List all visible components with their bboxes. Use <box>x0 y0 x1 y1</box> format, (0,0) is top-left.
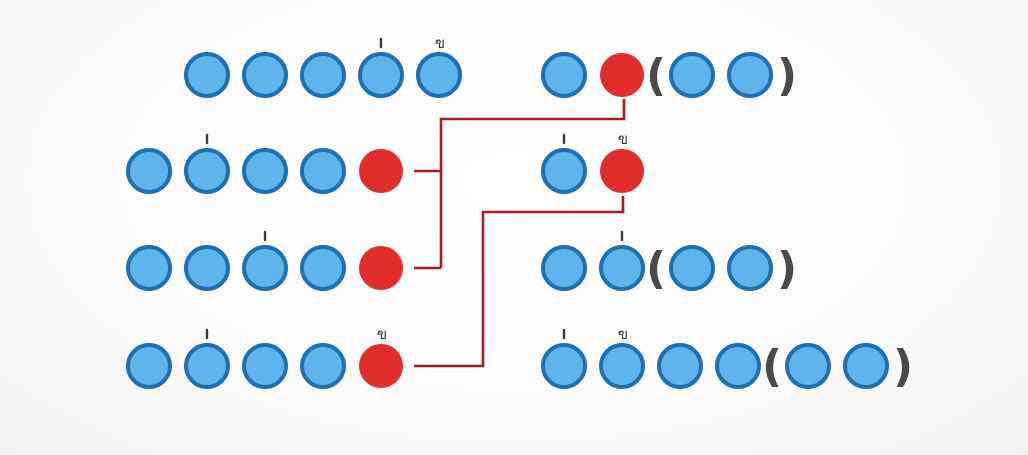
right-row-1-syllable-2 <box>600 53 644 97</box>
open-paren: ( <box>762 341 782 392</box>
left-row-4-syllable-2 <box>184 328 230 389</box>
blue-syllable-circle <box>242 148 288 194</box>
blue-syllable-circle <box>715 343 761 389</box>
connector-line-1 <box>414 99 626 270</box>
right-row-4-syllable-1 <box>541 328 587 389</box>
left-row-4-syllable-5: ข <box>359 325 403 388</box>
red-syllable-circle <box>359 149 403 193</box>
open-paren: ( <box>646 50 666 101</box>
blue-syllable-circle <box>843 343 889 389</box>
left-row-3-syllable-1 <box>126 245 172 291</box>
left-row-2-syllable-1 <box>126 148 172 194</box>
right-row-3-syllable-2 <box>599 230 645 291</box>
left-row-4-syllable-1 <box>126 343 172 389</box>
blue-syllable-circle <box>126 148 172 194</box>
left-row-3-syllable-2 <box>184 245 230 291</box>
close-paren: ) <box>777 50 797 101</box>
left-row-3-syllable-4 <box>300 245 346 291</box>
blue-syllable-circle <box>184 148 230 194</box>
right-row-1-optional-syllable-1 <box>669 52 715 98</box>
right-row-4-syllable-2: ข <box>599 325 645 389</box>
blue-syllable-circle <box>599 245 645 291</box>
red-syllable-circle <box>600 149 644 193</box>
red-syllable-circle <box>359 344 403 388</box>
blue-syllable-circle <box>184 245 230 291</box>
hook-mark: ข <box>377 325 387 343</box>
blue-syllable-circle <box>541 52 587 98</box>
hook-mark: ข <box>435 34 445 52</box>
blue-syllable-circle <box>785 343 831 389</box>
left-row-3-syllable-3 <box>242 230 288 291</box>
blue-syllable-circle <box>541 245 587 291</box>
left-row-2-syllable-2 <box>184 133 230 194</box>
left-row-4-syllable-3 <box>242 343 288 389</box>
blue-syllable-circle <box>184 52 230 98</box>
right-row-4-syllable-3 <box>657 343 703 389</box>
left-row-1-syllable-5: ข <box>416 34 462 98</box>
left-row-2-syllable-5 <box>359 149 403 193</box>
blue-syllable-circle <box>126 245 172 291</box>
left-row-1-syllable-4 <box>358 37 404 98</box>
blue-syllable-circle <box>541 148 587 194</box>
left-row-3-syllable-5 <box>359 246 403 290</box>
blue-syllable-circle <box>300 343 346 389</box>
blue-syllable-circle <box>184 343 230 389</box>
right-row-4-syllable-4 <box>715 343 761 389</box>
right-row-2-syllable-1 <box>541 133 587 194</box>
blue-syllable-circle <box>300 52 346 98</box>
connector-lines <box>414 99 626 368</box>
blue-syllable-circle <box>541 343 587 389</box>
left-row-2-syllable-3 <box>242 148 288 194</box>
left-row-4-syllable-4 <box>300 343 346 389</box>
left-row-1-syllable-1 <box>184 52 230 98</box>
left-row-2-syllable-4 <box>300 148 346 194</box>
close-paren: ) <box>777 243 797 294</box>
right-row-4-optional-syllable-1 <box>785 343 831 389</box>
right-row-3-optional-syllable-2 <box>727 245 773 291</box>
hook-mark: ข <box>618 130 628 148</box>
blue-syllable-circle <box>300 148 346 194</box>
right-row-3-optional-syllable-1 <box>669 245 715 291</box>
left-row-1-syllable-3 <box>300 52 346 98</box>
blue-syllable-circle <box>242 343 288 389</box>
blue-syllable-circle <box>599 343 645 389</box>
red-syllable-circle <box>359 246 403 290</box>
left-row-1-syllable-2 <box>242 52 288 98</box>
blue-syllable-circle <box>300 245 346 291</box>
blue-syllable-circle <box>242 52 288 98</box>
right-row-3-syllable-1 <box>541 245 587 291</box>
blue-syllable-circle <box>657 343 703 389</box>
right-row-4-optional-syllable-2 <box>843 343 889 389</box>
blue-syllable-circle <box>669 52 715 98</box>
close-paren: ) <box>893 341 913 392</box>
right-row-2-syllable-2: ข <box>600 130 644 193</box>
hook-mark: ข <box>618 325 628 343</box>
blue-syllable-circle <box>358 52 404 98</box>
blue-syllable-circle <box>669 245 715 291</box>
open-paren: ( <box>646 243 666 294</box>
connector-line-2 <box>414 196 625 368</box>
blue-syllable-circle <box>727 52 773 98</box>
blue-syllable-circle <box>727 245 773 291</box>
blue-syllable-circle <box>242 245 288 291</box>
right-row-1-optional-syllable-2 <box>727 52 773 98</box>
red-syllable-circle <box>600 53 644 97</box>
blue-syllable-circle <box>416 52 462 98</box>
right-row-1-syllable-1 <box>541 52 587 98</box>
blue-syllable-circle <box>126 343 172 389</box>
